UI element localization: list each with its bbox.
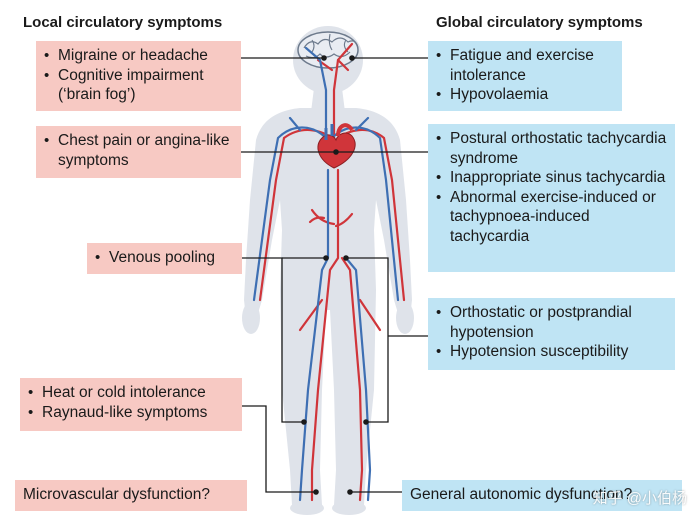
hypotension-symptoms-box: Orthostatic or postprandial hypotension … <box>428 298 675 370</box>
symptom-orthostatic-hypotension: Orthostatic or postprandial hypotension <box>436 303 667 342</box>
symptom-cognitive-impairment: Cognitive impairment (‘brain fog’) <box>44 66 233 105</box>
symptom-raynaud: Raynaud-like symptoms <box>28 403 234 423</box>
venous-system <box>252 46 400 502</box>
venous-pooling-box: Venous pooling <box>87 243 242 274</box>
symptom-autonomic-dysfunction: General autonomic dysfunction? <box>410 486 633 503</box>
symptom-exercise-tachycardia: Abnormal exercise-induced or tachypnoea-… <box>436 188 667 247</box>
watermark: 知乎 @小伯杨 <box>592 490 687 507</box>
local-symptoms-heading: Local circulatory symptoms <box>23 14 223 31</box>
symptom-venous-pooling: Venous pooling <box>95 248 234 268</box>
global-symptoms-heading: Global circulatory symptoms <box>436 14 643 31</box>
symptom-microvascular-dysfunction: Microvascular dysfunction? <box>23 486 210 503</box>
symptom-heat-cold-intolerance: Heat or cold intolerance <box>28 383 234 403</box>
symptom-migraine: Migraine or headache <box>44 46 233 66</box>
connector-lines <box>241 57 428 493</box>
fatigue-symptoms-box: Fatigue and exercise intolerance Hypovol… <box>428 41 622 111</box>
symptom-hypotension-susceptibility: Hypotension susceptibility <box>436 342 667 362</box>
tachycardia-symptoms-box: Postural orthostatic tachycardia syndrom… <box>428 124 675 272</box>
connector-dots <box>301 55 369 495</box>
symptom-pots: Postural orthostatic tachycardia syndrom… <box>436 129 667 168</box>
brain-symptoms-box: Migraine or headache Cognitive impairmen… <box>36 41 241 111</box>
symptom-hypovolaemia: Hypovolaemia <box>436 85 614 105</box>
temperature-symptoms-box: Heat or cold intolerance Raynaud-like sy… <box>20 378 242 431</box>
symptom-sinus-tachycardia: Inappropriate sinus tachycardia <box>436 168 667 188</box>
symptom-chest-pain: Chest pain or angina-like symptoms <box>44 131 233 170</box>
microvascular-box: Microvascular dysfunction? <box>15 480 247 511</box>
chest-symptoms-box: Chest pain or angina-like symptoms <box>36 126 241 178</box>
autonomic-dysfunction-box: General autonomic dysfunction? <box>402 480 682 511</box>
symptom-fatigue: Fatigue and exercise intolerance <box>436 46 614 85</box>
